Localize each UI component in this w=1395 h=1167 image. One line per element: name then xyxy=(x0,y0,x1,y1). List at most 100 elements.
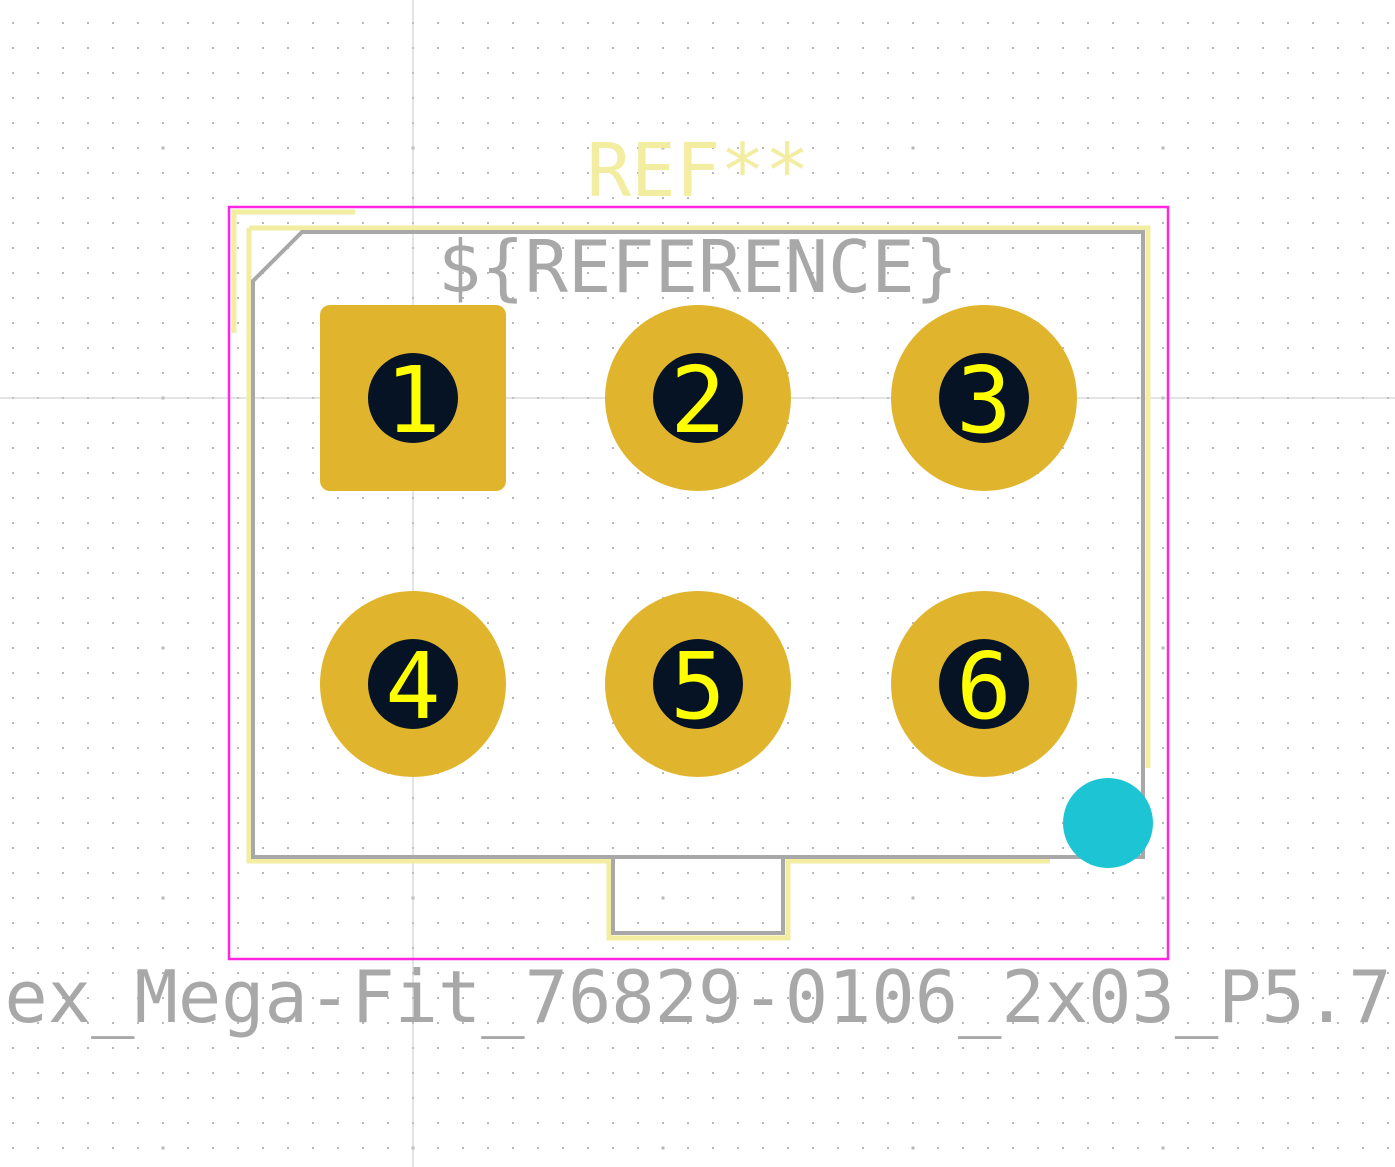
grid-dot xyxy=(1312,247,1314,249)
grid-dot xyxy=(37,1022,39,1024)
grid-dot xyxy=(862,222,864,224)
grid-dot xyxy=(837,997,839,999)
grid-dot xyxy=(112,947,114,949)
grid-dot xyxy=(562,547,564,549)
grid-dot xyxy=(887,847,889,849)
grid-dot xyxy=(212,272,214,274)
grid-dot xyxy=(587,97,589,99)
grid-dot xyxy=(762,47,764,49)
grid-dot xyxy=(37,122,39,124)
grid-dot xyxy=(1112,522,1114,524)
grid-dot xyxy=(862,872,864,874)
grid-dot xyxy=(187,497,189,499)
grid-dot xyxy=(187,872,189,874)
grid-dot xyxy=(1162,547,1164,549)
grid-dot xyxy=(1362,97,1364,99)
grid-dot xyxy=(962,897,964,899)
grid-dot xyxy=(462,222,464,224)
grid-dot xyxy=(462,1072,464,1074)
grid-dot xyxy=(812,22,814,24)
grid-dot xyxy=(937,897,939,899)
grid-dot xyxy=(112,822,114,824)
grid-dot xyxy=(12,347,14,349)
grid-dot xyxy=(762,797,764,799)
grid-dot xyxy=(1287,247,1289,249)
grid-dot xyxy=(137,47,139,49)
grid-dot xyxy=(137,497,139,499)
grid-dot xyxy=(637,1097,639,1099)
grid-dot xyxy=(887,1147,889,1149)
grid-dot xyxy=(862,122,864,124)
grid-dot xyxy=(1162,997,1164,999)
pad-drill-hole xyxy=(368,353,458,443)
grid-dot xyxy=(612,972,614,974)
grid-dot xyxy=(1212,47,1214,49)
grid-dot xyxy=(487,622,489,624)
pad-3[interactable]: 3 xyxy=(891,305,1077,491)
grid-dot xyxy=(1112,597,1114,599)
grid-dot xyxy=(637,122,639,124)
grid-dot xyxy=(1087,22,1089,24)
pad-5[interactable]: 5 xyxy=(605,591,791,777)
grid-dot xyxy=(512,1072,514,1074)
grid-dot xyxy=(1287,797,1289,799)
grid-dot xyxy=(212,197,214,199)
grid-dot xyxy=(137,1072,139,1074)
grid-dot xyxy=(562,772,564,774)
grid-dot xyxy=(1237,897,1239,899)
grid-dot xyxy=(1337,772,1339,774)
grid-dot xyxy=(1387,897,1389,899)
grid-dot xyxy=(662,922,664,924)
grid-dot xyxy=(1212,347,1214,349)
pad-2[interactable]: 2 xyxy=(605,305,791,491)
pad-6[interactable]: 6 xyxy=(891,591,1077,777)
grid-dot xyxy=(1162,722,1164,724)
grid-dot xyxy=(1112,347,1114,349)
grid-dot xyxy=(612,822,614,824)
grid-dot xyxy=(287,1022,289,1024)
grid-dot xyxy=(562,597,564,599)
grid-dot xyxy=(1337,347,1339,349)
grid-dot xyxy=(812,597,814,599)
ref-designator-text[interactable]: REF** xyxy=(587,128,810,214)
grid-dot xyxy=(1187,72,1189,74)
grid-dot xyxy=(512,297,514,299)
grid-dot xyxy=(1137,22,1139,24)
grid-dot xyxy=(237,922,239,924)
grid-dot xyxy=(1212,1022,1214,1024)
grid-dot xyxy=(12,572,14,574)
grid-dot xyxy=(1212,947,1214,949)
grid-dot xyxy=(1312,222,1314,224)
grid-dot xyxy=(162,497,164,499)
grid-dot xyxy=(537,472,539,474)
grid-dot xyxy=(362,122,364,124)
grid-dot xyxy=(287,822,289,824)
grid-dot xyxy=(712,1022,714,1024)
grid-dot xyxy=(762,22,764,24)
reference-field-text[interactable]: ${REFERENCE} xyxy=(438,225,958,309)
grid-dot xyxy=(637,97,639,99)
grid-dot xyxy=(1287,597,1289,599)
grid-dot xyxy=(287,572,289,574)
grid-dot xyxy=(62,747,64,749)
grid-dot xyxy=(637,847,639,849)
grid-dot xyxy=(437,897,439,899)
grid-dot xyxy=(787,247,789,249)
origin-marker-dot[interactable] xyxy=(1063,778,1153,868)
footprint-value-text[interactable]: Molex_Mega-Fit_76829-0106_2x03_P5.70mm xyxy=(0,955,1395,1039)
grid-dot xyxy=(462,1122,464,1124)
grid-dot xyxy=(562,572,564,574)
grid-dot xyxy=(1037,197,1039,199)
pad-1[interactable]: 1 xyxy=(320,305,506,491)
grid-dot xyxy=(112,122,114,124)
grid-dot xyxy=(1262,47,1264,49)
grid-dot xyxy=(737,847,739,849)
grid-dot xyxy=(12,747,14,749)
grid-dot xyxy=(937,522,939,524)
grid-dot xyxy=(562,322,564,324)
grid-dot xyxy=(962,1072,964,1074)
grid-dot xyxy=(87,147,89,149)
grid-dot xyxy=(112,1022,114,1024)
pad-4[interactable]: 4 xyxy=(320,591,506,777)
